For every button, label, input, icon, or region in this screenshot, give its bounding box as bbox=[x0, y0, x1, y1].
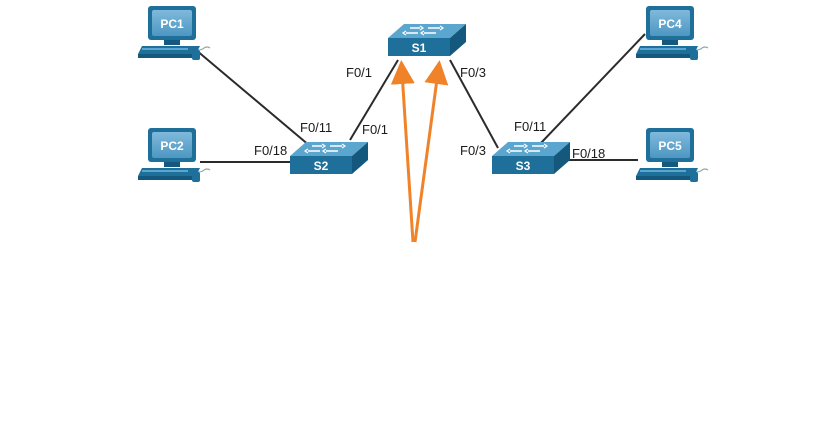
port-label-s3-f018: F0/18 bbox=[572, 146, 605, 161]
link-pc4-s3 bbox=[539, 33, 646, 145]
computer-icon bbox=[137, 5, 211, 61]
annotation-arrows bbox=[390, 60, 449, 243]
port-label-s1-f03: F0/3 bbox=[460, 65, 486, 80]
switch-s3[interactable]: S3 bbox=[491, 141, 571, 175]
port-label-s1-f01: F0/1 bbox=[346, 65, 372, 80]
port-label-s2-f01: F0/1 bbox=[362, 122, 388, 137]
s2-label: S2 bbox=[314, 159, 329, 173]
switch-s1[interactable]: S1 bbox=[387, 23, 467, 57]
pc2-label: PC2 bbox=[160, 139, 184, 153]
port-label-s2-f018: F0/18 bbox=[254, 143, 287, 158]
port-label-s3-f011: F0/11 bbox=[514, 119, 546, 134]
port-label-s3-f03: F0/3 bbox=[460, 143, 486, 158]
link-s1-s2 bbox=[349, 59, 399, 141]
pc5-label: PC5 bbox=[658, 139, 682, 153]
s3-label: S3 bbox=[516, 159, 531, 173]
computer-icon bbox=[635, 127, 709, 183]
arrow-right bbox=[413, 60, 449, 243]
switch-s2[interactable]: S2 bbox=[289, 141, 369, 175]
computer-icon bbox=[137, 127, 211, 183]
port-label-s2-f011: F0/11 bbox=[300, 120, 332, 135]
links bbox=[195, 33, 646, 163]
computer-icon bbox=[635, 5, 709, 61]
switch-icon bbox=[289, 141, 369, 175]
pc1[interactable]: PC1 bbox=[137, 5, 211, 61]
pc5[interactable]: PC5 bbox=[635, 127, 709, 183]
link-pc1-s2 bbox=[195, 49, 311, 147]
switch-icon bbox=[491, 141, 571, 175]
pc4[interactable]: PC4 bbox=[635, 5, 709, 61]
port-labels: F0/1 F0/3 F0/11 F0/1 F0/18 F0/11 F0/3 F0… bbox=[254, 65, 605, 161]
pc2[interactable]: PC2 bbox=[137, 127, 211, 183]
switch-icon bbox=[387, 23, 467, 57]
link-s1-s3 bbox=[449, 59, 499, 149]
arrow-left bbox=[390, 60, 415, 243]
s1-label: S1 bbox=[412, 41, 427, 55]
pc4-label: PC4 bbox=[658, 17, 682, 31]
pc1-label: PC1 bbox=[160, 17, 184, 31]
